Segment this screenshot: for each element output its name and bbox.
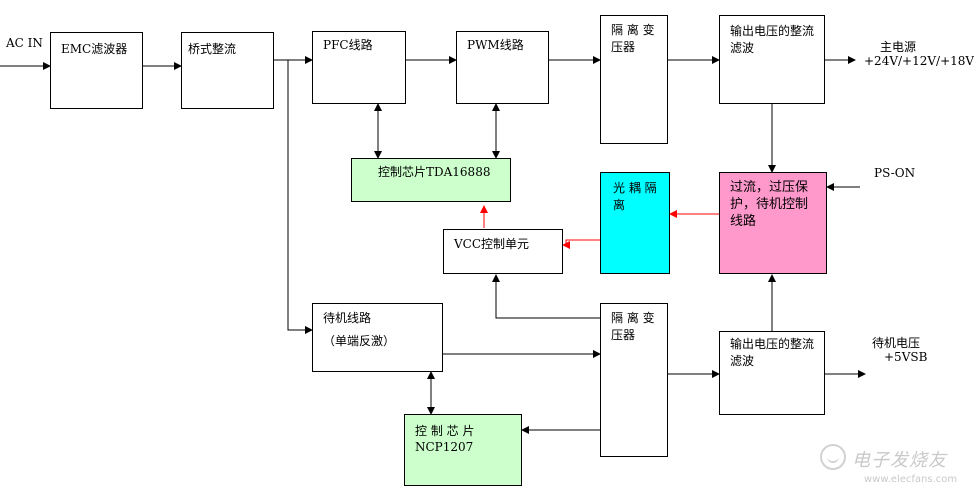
pwm-circuit-block: PWM线路 [456, 31, 549, 104]
watermark-url: www.elecfans.com [864, 474, 958, 485]
output-rectifier-top-block: 输出电压的整流滤波 [719, 15, 825, 104]
pfc-circuit-block: PFC线路 [312, 31, 406, 104]
isolation-transformer-bottom-block: 隔 离 变 压器 [600, 303, 668, 457]
standby-circuit-block: 待机线路 （单端反激） [312, 303, 443, 372]
standby-circuit-subtitle: （单端反激） [323, 334, 396, 348]
watermark-cn: 电子发烧友 [852, 450, 947, 471]
ac-in-label: AC IN [6, 36, 43, 50]
standby-voltage-value: +5VSB [884, 350, 928, 364]
output-rectifier-bottom-block: 输出电压的整流滤波 [719, 331, 825, 415]
wire-opto-vcc [562, 239, 600, 249]
main-power-voltages: +24V/+12V/+18V [864, 54, 974, 68]
wire-bridge-standby [287, 60, 313, 334]
control-chip-ncp-model: NCP1207 [415, 440, 474, 454]
bridge-rectifier-block: 桥式整流 [181, 32, 274, 109]
vcc-control-block: VCC控制单元 [443, 229, 563, 274]
control-chip-ncp-block: 控 制 芯 片 NCP1207 [404, 414, 522, 486]
protection-circuit-block: 过流，过压保护，待机控制线路 [719, 172, 827, 274]
standby-voltage-title: 待机电压 [872, 336, 921, 350]
optocoupler-isolation-block: 光 耦 隔 离 [600, 172, 670, 274]
control-chip-ncp-title: 控 制 芯 片 [415, 424, 475, 438]
isolation-transformer-top-block: 隔 离 变 压器 [600, 15, 668, 144]
main-power-title: 主电源 [880, 40, 917, 54]
ps-on-label: PS-ON [874, 166, 916, 180]
standby-circuit-title: 待机线路 [323, 311, 372, 325]
emc-filter-block: EMC滤波器 [50, 32, 143, 109]
control-chip-tda-block: 控制芯片TDA16888 [351, 158, 511, 202]
elecfans-logo-icon [820, 444, 846, 470]
wire-transformer-vcc [492, 274, 600, 319]
